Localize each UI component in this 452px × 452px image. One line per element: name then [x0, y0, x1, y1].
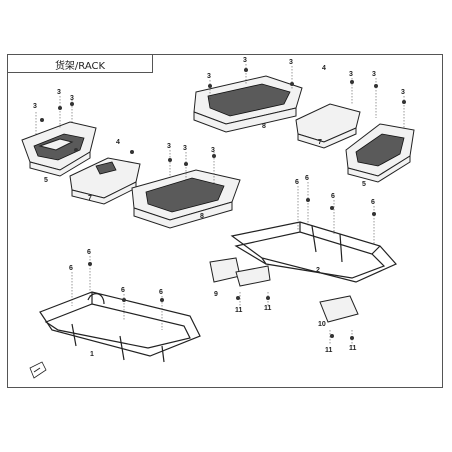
rear-frame	[209, 221, 397, 323]
callout-label: 7	[88, 195, 92, 202]
callout-label: 11	[325, 347, 333, 354]
callout-label: 8	[200, 213, 204, 220]
front-arrow-icon	[29, 361, 47, 379]
callout-label: 3	[243, 57, 247, 64]
callout-label: 3	[349, 71, 353, 78]
callout-label: 3	[289, 59, 293, 66]
callout-label: 3	[70, 95, 74, 102]
callout-label: 3	[167, 143, 171, 150]
callout-label: 3	[183, 145, 187, 152]
callout-label: 3	[401, 89, 405, 96]
title-box: 货架/RACK	[7, 54, 153, 73]
callout-label: 11	[264, 305, 272, 312]
diagram-title: 货架/RACK	[54, 61, 106, 72]
front-rack-left	[21, 121, 97, 177]
callout-label: 6	[121, 287, 125, 294]
callout-label: 10	[318, 321, 326, 328]
callout-label: 6	[305, 175, 309, 182]
callout-label: 3	[211, 147, 215, 154]
front-cover-left	[69, 157, 141, 205]
callout-label: 9	[214, 291, 218, 298]
callout-label: 3	[33, 103, 37, 110]
callout-label: 5	[44, 177, 48, 184]
callout-label: 6	[69, 265, 73, 272]
callout-label: 11	[235, 307, 243, 314]
callout-label: 6	[331, 193, 335, 200]
callout-label: 3	[207, 73, 211, 80]
callout-label: 5	[362, 181, 366, 188]
callout-label: 4	[116, 139, 120, 146]
callout-label: 6	[371, 199, 375, 206]
callout-label: 6	[159, 289, 163, 296]
callout-label: 2	[316, 267, 320, 274]
callout-labels: 3 3 3 5 3 3 3 4 3 8 7 5 3 3 4 3 3 3 7 8 …	[33, 57, 405, 358]
callout-label: 7	[318, 139, 322, 146]
rear-cover-right	[295, 103, 361, 149]
front-rack-top-left	[131, 169, 241, 229]
rear-rack-top-right	[193, 75, 303, 133]
leader-lines	[35, 64, 405, 346]
rear-rack-right	[345, 123, 415, 183]
callout-label: 3	[57, 89, 61, 96]
front-frame	[39, 291, 201, 363]
callout-label: 4	[322, 65, 326, 72]
callout-label: 6	[87, 249, 91, 256]
callout-label: 3	[372, 71, 376, 78]
callout-label: 1	[90, 351, 94, 358]
callout-label: 8	[262, 123, 266, 130]
diagram-frame	[7, 54, 443, 388]
callout-label: 6	[295, 179, 299, 186]
callout-label: 11	[349, 345, 357, 352]
